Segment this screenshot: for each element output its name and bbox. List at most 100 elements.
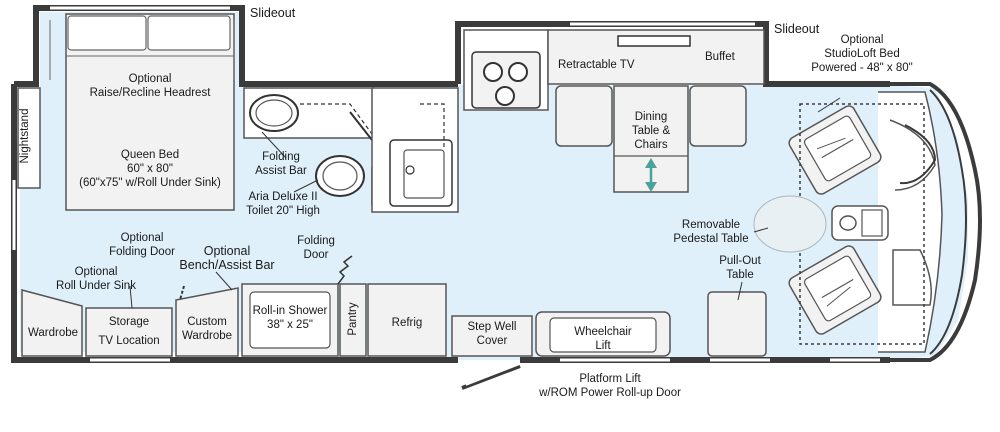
folding-door-line1: Folding [297, 235, 335, 247]
galley-dashed [420, 103, 445, 150]
queen-bed-line2: 60" x 80" [127, 163, 173, 175]
folding-door-zigzag-2 [337, 255, 353, 285]
seat-line [821, 138, 854, 159]
nightstand [17, 87, 41, 189]
step-well-line1: Step Well [467, 321, 517, 333]
dining-line3: Chairs [634, 139, 668, 151]
folding-door-zigzag [179, 285, 185, 301]
wheelchair-lift-label: Wheelchair Lift [550, 325, 656, 353]
custom-wardrobe-line2: Wardrobe [181, 330, 233, 342]
dining-bench [555, 85, 613, 147]
pullout-line1: Pull-Out [719, 255, 761, 267]
console-cup [839, 215, 857, 231]
optional-folding-door-line1: Optional [120, 232, 164, 244]
optional-bench-line1: Optional [203, 244, 251, 258]
buffet-label: Buffet [705, 51, 735, 63]
queen-bed-line3: (60"x75" w/Roll Under Sink) [79, 177, 221, 189]
studioloft-leader [817, 97, 841, 113]
storage-label: Storage [108, 316, 150, 328]
faucet [405, 165, 415, 175]
door-swing-solid [349, 111, 373, 141]
tv-location-label: TV Location [98, 335, 160, 347]
optional-bench-label: Optional Bench/Assist Bar [172, 244, 282, 272]
leader [293, 179, 319, 193]
folding-door-label: Folding Door [290, 234, 342, 262]
pullout-table-label: Pull-Out Table [712, 254, 768, 282]
wardrobe [21, 289, 83, 357]
slideout-label-right: Slideout [774, 22, 820, 36]
pullout-line2: Table [726, 269, 754, 281]
pedestal-table [753, 195, 827, 253]
lift-door [461, 364, 521, 390]
custom-wardrobe-line1: Custom [187, 316, 227, 328]
front-cab [788, 82, 982, 362]
platform-lift-line1: Platform Lift [579, 373, 641, 385]
platform-lift-line2: w/ROM Power Roll-up Door [539, 387, 681, 399]
step-well-line2: Cover [476, 335, 508, 347]
seat-line [816, 137, 846, 150]
wheelchair-lift-line1: Wheelchair [574, 326, 632, 338]
studioloft-line3: Powered - 48" x 80" [811, 62, 913, 74]
slideout-label-left: Slideout [250, 6, 296, 20]
headrest-label: Optional Raise/Recline Headrest [70, 72, 230, 100]
shower-label: Roll-in Shower 38" x 25" [242, 304, 338, 332]
seat-line [826, 286, 851, 307]
pedestal-leader [753, 227, 769, 233]
steering-area [889, 119, 936, 191]
folding-assist-bar-label: Folding Assist Bar [246, 150, 316, 178]
rear-wall [11, 84, 458, 363]
storage [85, 307, 173, 357]
headrest-label-line2: Raise/Recline Headrest [89, 87, 211, 99]
step-well-cover [451, 315, 533, 357]
studioloft-label: Optional StudioLoft Bed Powered - 48" x … [800, 33, 924, 75]
shower-inner [249, 291, 331, 349]
leader [261, 131, 287, 159]
folding-assist-line1: Folding [262, 151, 300, 163]
toilet-line2: Toilet 20" High [246, 205, 320, 217]
passenger-seat [788, 245, 882, 335]
table-arrow-head [645, 182, 657, 192]
leader [215, 271, 233, 291]
roll-under-sink-label: Optional Roll Under Sink [48, 265, 144, 293]
toilet-label: Aria Deluxe II Toilet 20" High [236, 190, 330, 218]
pillow [67, 15, 147, 51]
console-box [861, 209, 883, 237]
wheelchair-lift-inner [549, 317, 657, 353]
driver-seat [788, 105, 882, 195]
windshield-inner [929, 89, 967, 355]
custom-wardrobe [175, 287, 239, 357]
platform-lift-label: Platform Lift w/ROM Power Roll-up Door [520, 372, 700, 400]
step-well-label: Step Well Cover [452, 320, 532, 348]
seat-line [821, 278, 854, 299]
right-slideout-wall [455, 21, 890, 87]
pedestal-line1: Removable [681, 219, 741, 231]
queen-bed-label: Queen Bed 60" x 80" (60"x75" w/Roll Unde… [66, 148, 234, 190]
queen-bed-line1: Queen Bed [120, 149, 180, 161]
wardrobe-label: Wardrobe [27, 327, 79, 339]
toilet-bowl-inner [322, 161, 358, 191]
pullout-table [707, 291, 767, 357]
windshield-outer [890, 82, 982, 362]
optional-bench-line2: Bench/Assist Bar [179, 258, 275, 272]
optional-folding-door-line2: Folding Door [109, 246, 175, 258]
bathroom [243, 87, 459, 213]
wheelchair-lift-line2: Lift [595, 340, 611, 352]
pantry-label: Pantry [347, 302, 359, 336]
nightstand-label: Nightstand [19, 108, 31, 164]
pedestal-table-label: Removable Pedestal Table [664, 218, 758, 246]
burner [495, 86, 515, 106]
pedestal-line2: Pedestal Table [673, 233, 749, 245]
pullout-leader [737, 281, 743, 301]
step-area [892, 249, 932, 306]
pantry [339, 283, 367, 357]
folding-door-line2: Door [303, 249, 329, 261]
headrest-label-line1: Optional [128, 73, 172, 85]
lift-door-inner [465, 363, 521, 386]
retractable-tv [617, 35, 691, 47]
custom-wardrobe-label: Custom Wardrobe [176, 315, 238, 343]
folding-assist-line2: Assist Bar [255, 165, 307, 177]
dining-bench [689, 85, 747, 147]
bedroom [17, 13, 235, 211]
studioloft-line2: StudioLoft Bed [824, 48, 900, 60]
burner [508, 62, 528, 82]
